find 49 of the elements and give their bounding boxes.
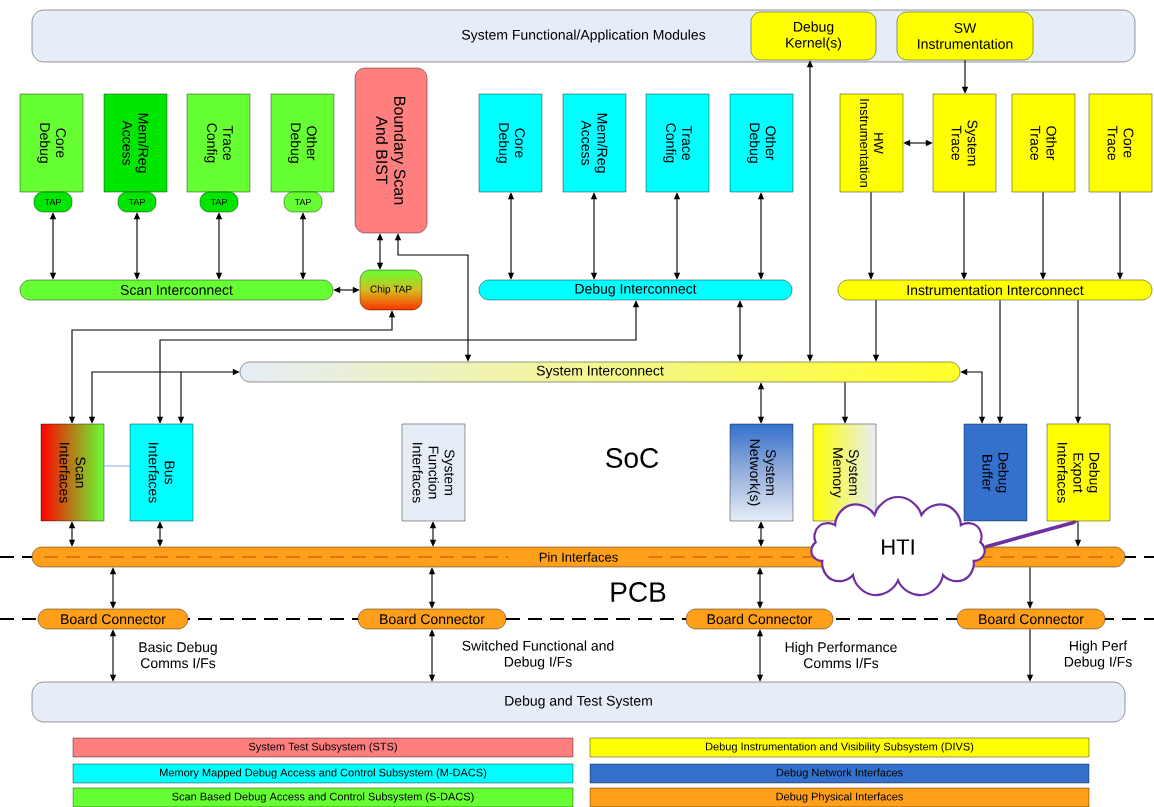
debug-block: Other Debug [270,93,335,193]
interconnect-bar: Scan Interconnect [19,279,334,301]
tap-box: TAP [117,191,157,213]
connector-box: Board Connector [956,608,1106,630]
debug-block: Trace Config [186,93,251,193]
debug-block: Trace Config [645,93,710,193]
trace-block: Core Trace [1088,93,1153,193]
region-label: SoC [606,448,659,468]
arrow [984,520,1078,549]
edge-label: High Perf Debug I/Fs [1064,640,1132,670]
instrumentation-box: SW Instrumentation [896,11,1034,61]
interconnect-bar: System Interconnect [239,361,961,383]
legend-item: Debug Network Interfaces [589,763,1090,784]
legend-item: Debug Instrumentation and Visibility Subsystem (DIVS) [589,737,1090,758]
edge-label: Switched Functional and Debug I/Fs [462,640,614,670]
system-band: Debug and Test System [31,681,1126,723]
connector-box: Board Connector [37,608,189,630]
debug-block: Core Debug [19,93,84,193]
tap-box: Chip TAP [359,269,423,311]
buffer-block: Debug Buffer [963,423,1028,522]
tap-box: TAP [199,191,239,213]
network-block: System Network(s) [729,423,794,522]
legend-item: Memory Mapped Debug Access and Control Subsystem (M-DACS) [72,763,574,784]
edge-label: High Performance Comms I/Fs [785,641,897,669]
interface-block: Bus Interfaces [129,423,194,522]
debug-block: Core Debug [478,93,543,193]
connector-box: Board Connector [685,608,834,630]
trace-block: HW Instrumentation [839,93,904,193]
kernel-box: Debug Kernel(s) [750,11,877,61]
region-label: PCB [611,582,666,602]
trace-block: Other Trace [1011,93,1076,193]
legend-item: Scan Based Debug Access and Control Subsystem (S-DACS) [72,787,574,807]
interconnect-bar: Debug Interconnect [478,279,793,301]
interface-block: Scan Interfaces [40,423,105,522]
trace-block: System Trace [932,93,997,193]
tap-box: TAP [283,191,323,213]
tap-box: TAP [33,191,73,213]
interface-block: Debug Export Interfaces [1046,423,1111,522]
legend-item: Debug Physical Interfaces [589,787,1090,807]
connector-box: Board Connector [357,608,507,630]
debug-block: Mem/Reg Access [562,93,627,193]
debug-block: Mem/Reg Access [103,93,168,193]
debug-block: Other Debug [729,93,794,193]
interconnect-bar: Instrumentation Interconnect [837,279,1153,301]
memory-block: System Memory [812,423,877,522]
edge-label: Basic Debug Comms I/Fs [139,641,217,669]
interface-block: System Function Interfaces [401,423,466,522]
test-block: Boundary Scan And BIST [354,67,428,234]
legend-item: System Test Subsystem (STS) [72,737,574,758]
